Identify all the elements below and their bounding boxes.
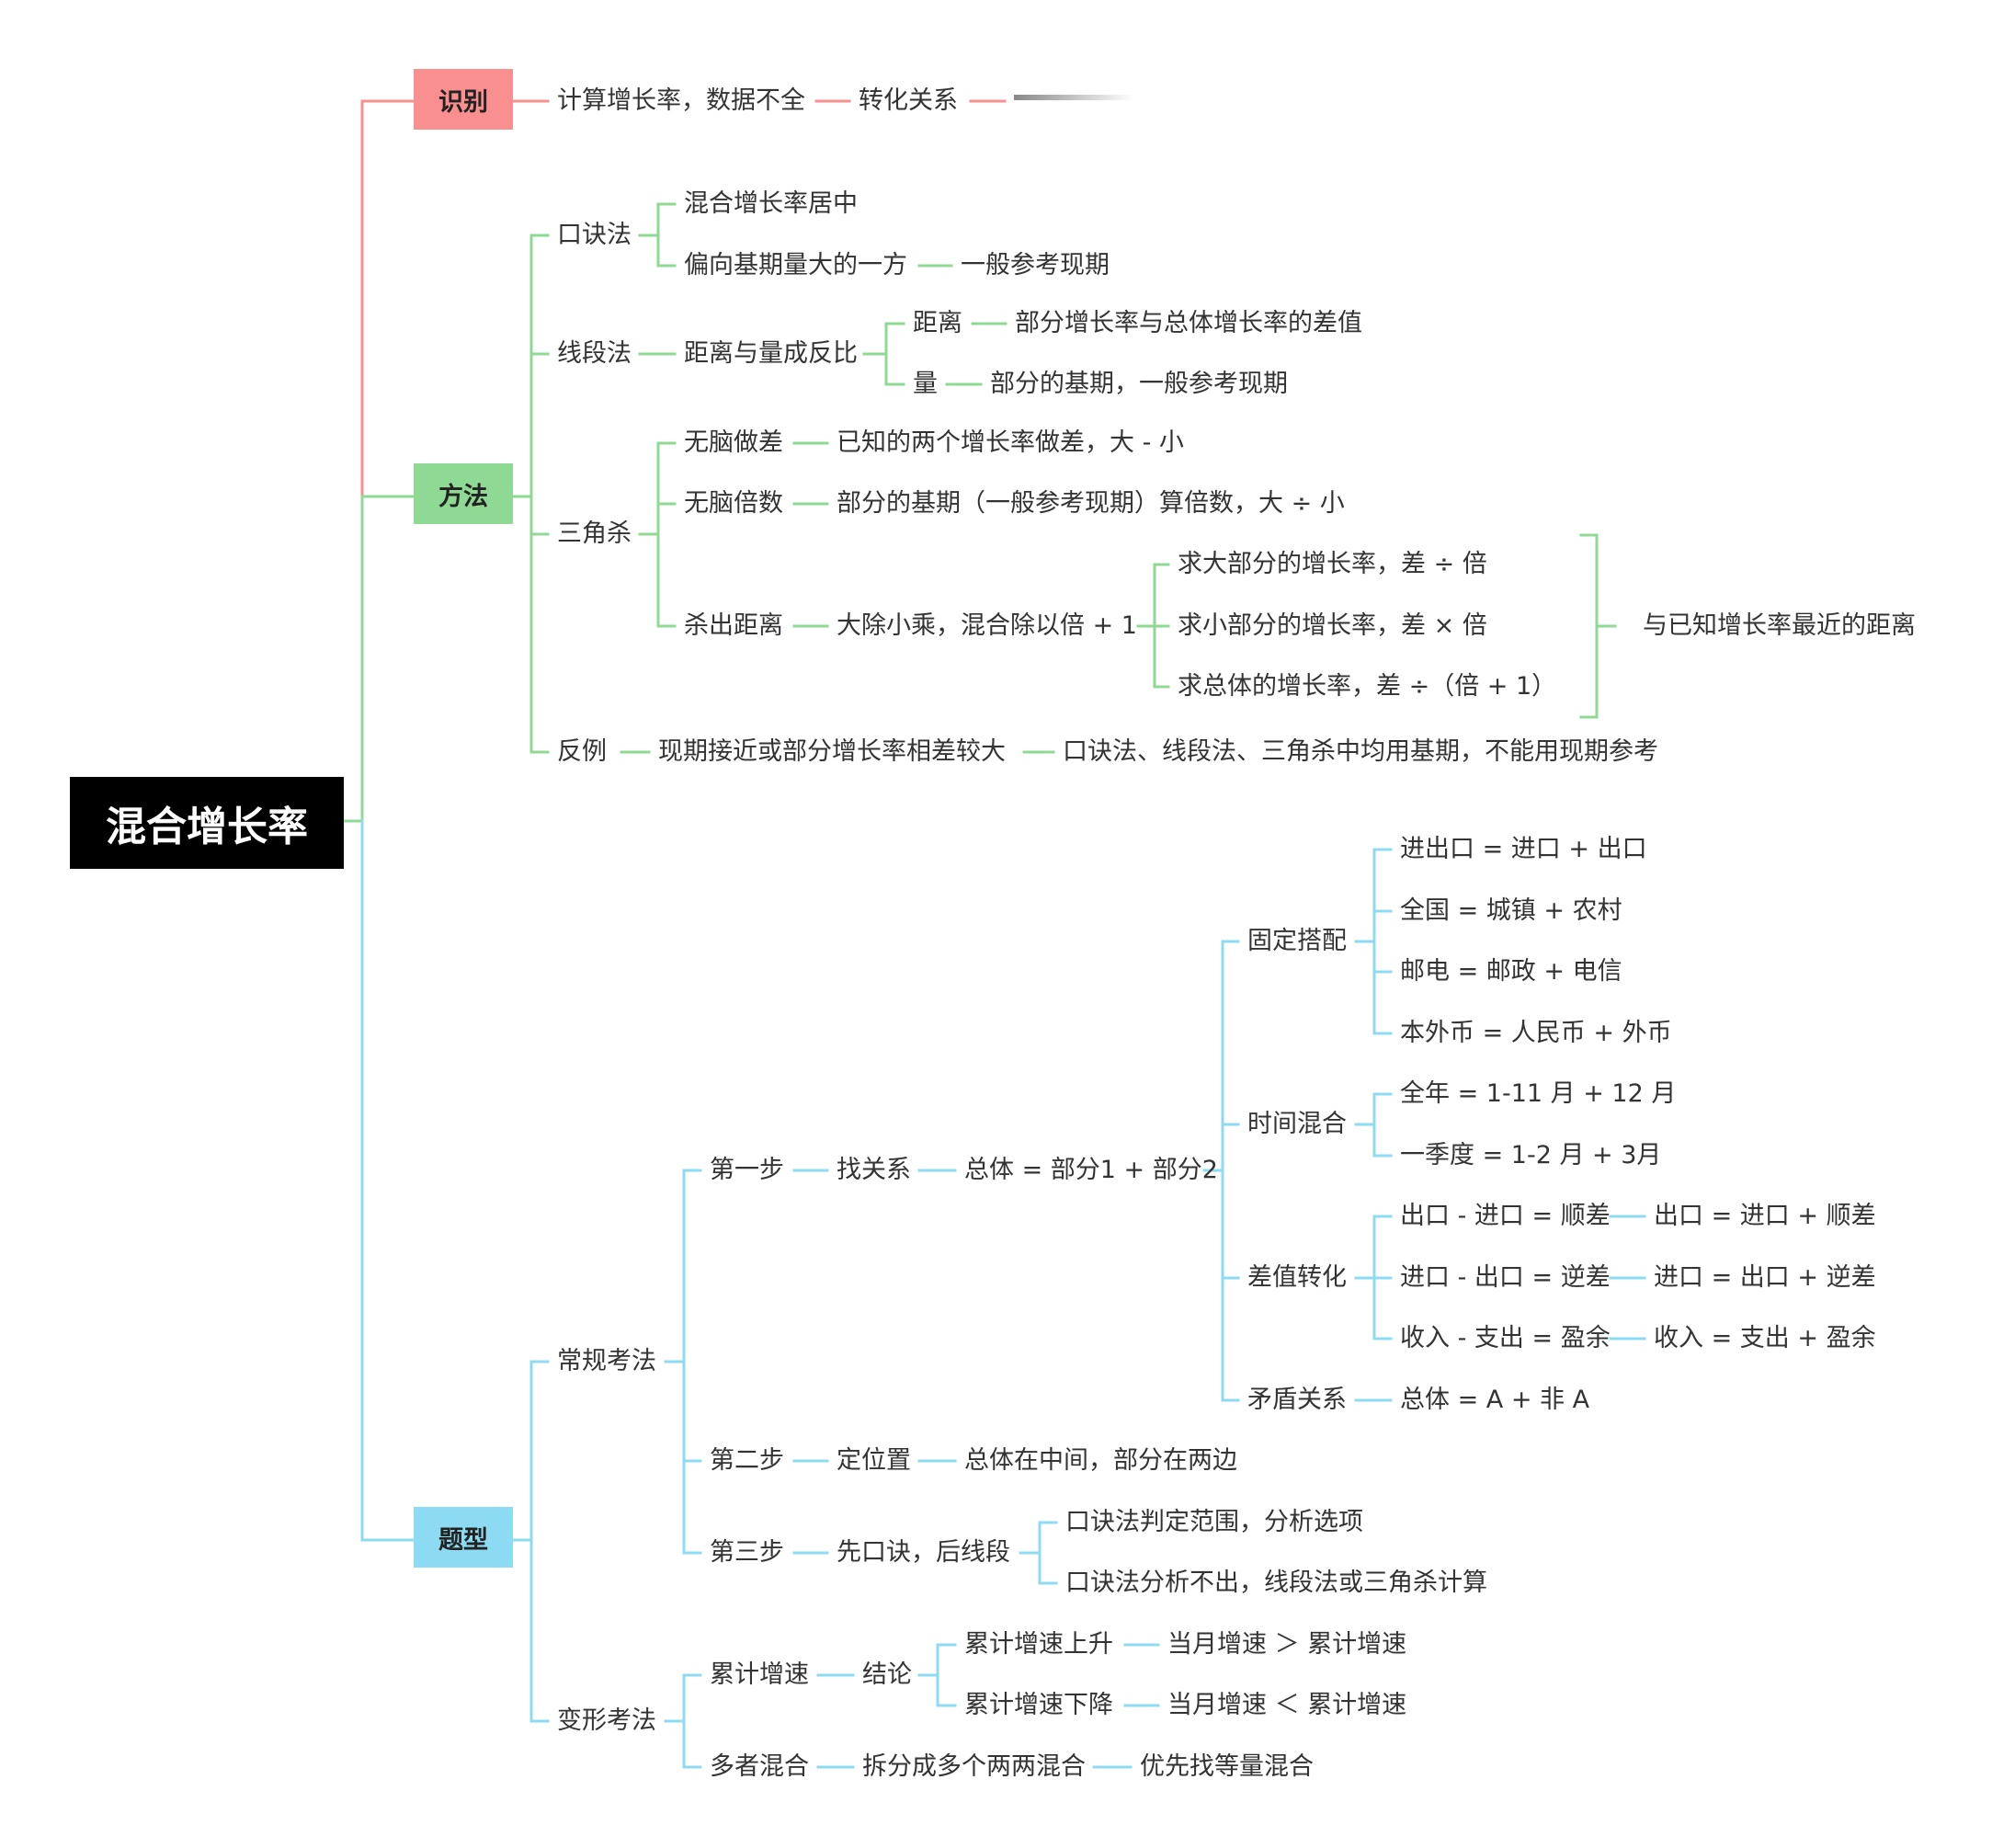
chazhi-item-6: 收入 = 支出 + 盈余 <box>1654 1324 1876 1352</box>
truncated-branch <box>1014 95 1133 100</box>
fanli-item-2: 口诀法、线段法、三角杀中均用基期，不能用现期参考 <box>1063 737 1658 766</box>
xianduan-main: 距离与量成反比 <box>684 339 858 368</box>
sanjiao-item-2: 已知的两个增长率做差，大 - 小 <box>837 428 1184 457</box>
identify-item-1: 计算增长率，数据不全 <box>557 86 805 115</box>
koujue-item-2: 偏向基期量大的一方 <box>684 251 907 279</box>
koujue-item-1: 混合增长率居中 <box>684 189 858 218</box>
chazhi-item-5: 收入 - 支出 = 盈余 <box>1400 1324 1611 1352</box>
guding-item-3: 邮电 = 邮政 + 电信 <box>1400 957 1622 986</box>
sanjiao-item-6: 大除小乘，混合除以倍 + 1 <box>837 611 1137 640</box>
guding-item-1: 进出口 = 进口 + 出口 <box>1400 835 1647 863</box>
type-changgui: 常规考法 <box>557 1347 656 1375</box>
xianduan-item-4: 部分的基期，一般参考现期 <box>990 370 1288 398</box>
group-guding: 固定搭配 <box>1247 927 1347 955</box>
method-fanli: 反例 <box>557 737 607 766</box>
category-method: 方法 <box>414 463 513 524</box>
leiji-item-1: 累计增速上升 <box>964 1630 1113 1659</box>
xianduan-item-1: 距离 <box>913 309 962 337</box>
step2-action: 定位置 <box>837 1446 911 1475</box>
leiji-item-2: 当月增速 ＞ 累计增速 <box>1167 1630 1407 1659</box>
xianduan-item-3: 量 <box>913 370 938 398</box>
type-bianxing: 变形考法 <box>557 1706 656 1735</box>
step1-action: 找关系 <box>837 1156 911 1184</box>
root-title: 混合增长率 <box>70 777 344 869</box>
shijian-item-2: 一季度 = 1-2 月 + 3月 <box>1400 1141 1662 1169</box>
shijian-item-1: 全年 = 1-11 月 + 12 月 <box>1400 1079 1677 1108</box>
duozhe-label: 多者混合 <box>710 1752 809 1781</box>
koujue-item-3: 一般参考现期 <box>961 251 1110 279</box>
sanjiao-item-4: 部分的基期（一般参考现期）算倍数，大 ÷ 小 <box>837 489 1345 518</box>
category-type: 题型 <box>414 1507 513 1568</box>
duozhe-item-1: 拆分成多个两两混合 <box>862 1752 1086 1781</box>
step3-item-1: 口诀法判定范围，分析选项 <box>1065 1508 1363 1536</box>
maodun-item-1: 总体 = A + 非 A <box>1400 1386 1590 1414</box>
identify-item-2: 转化关系 <box>859 86 958 115</box>
guding-item-4: 本外币 = 人民币 + 外币 <box>1400 1019 1672 1047</box>
chazhi-item-1: 出口 - 进口 = 顺差 <box>1400 1202 1611 1230</box>
method-koujue: 口诀法 <box>557 221 632 249</box>
xianduan-item-2: 部分增长率与总体增长率的差值 <box>1015 309 1362 337</box>
sanjiao-item-5: 杀出距离 <box>684 611 783 640</box>
leiji-label: 累计增速 <box>710 1660 809 1689</box>
step1-label: 第一步 <box>710 1156 784 1184</box>
guding-item-2: 全国 = 城镇 + 农村 <box>1400 896 1622 925</box>
sanjiao-sub-1: 求大部分的增长率，差 ÷ 倍 <box>1178 550 1487 578</box>
sanjiao-item-3: 无脑倍数 <box>684 489 783 518</box>
step3-item-2: 口诀法分析不出，线段法或三角杀计算 <box>1065 1569 1487 1597</box>
step2-result: 总体在中间，部分在两边 <box>964 1446 1237 1475</box>
sanjiao-sub-2: 求小部分的增长率，差 × 倍 <box>1178 611 1487 640</box>
step3-label: 第三步 <box>710 1538 784 1567</box>
method-xianduan: 线段法 <box>557 339 632 368</box>
group-maodun: 矛盾关系 <box>1247 1386 1347 1414</box>
category-identify: 识别 <box>414 69 513 130</box>
chazhi-item-4: 进口 = 出口 + 逆差 <box>1654 1263 1876 1292</box>
sanjiao-item-1: 无脑做差 <box>684 428 783 457</box>
leiji-conclusion: 结论 <box>862 1660 912 1689</box>
duozhe-item-2: 优先找等量混合 <box>1140 1752 1314 1781</box>
step2-label: 第二步 <box>710 1446 784 1475</box>
step1-formula: 总体 = 部分1 + 部分2 <box>964 1156 1218 1184</box>
chazhi-item-2: 出口 = 进口 + 顺差 <box>1654 1202 1876 1230</box>
fanli-item-1: 现期接近或部分增长率相差较大 <box>658 737 1006 766</box>
group-shijian: 时间混合 <box>1247 1110 1347 1138</box>
group-chazhi: 差值转化 <box>1247 1263 1347 1292</box>
leiji-item-3: 累计增速下降 <box>964 1691 1113 1719</box>
sanjiao-note: 与已知增长率最近的距离 <box>1643 611 1916 640</box>
step3-action: 先口诀，后线段 <box>837 1538 1010 1567</box>
chazhi-item-3: 进口 - 出口 = 逆差 <box>1400 1263 1611 1292</box>
leiji-item-4: 当月增速 ＜ 累计增速 <box>1167 1691 1407 1719</box>
method-sanjiao: 三角杀 <box>557 519 632 548</box>
sanjiao-sub-3: 求总体的增长率，差 ÷（倍 + 1） <box>1178 672 1557 701</box>
